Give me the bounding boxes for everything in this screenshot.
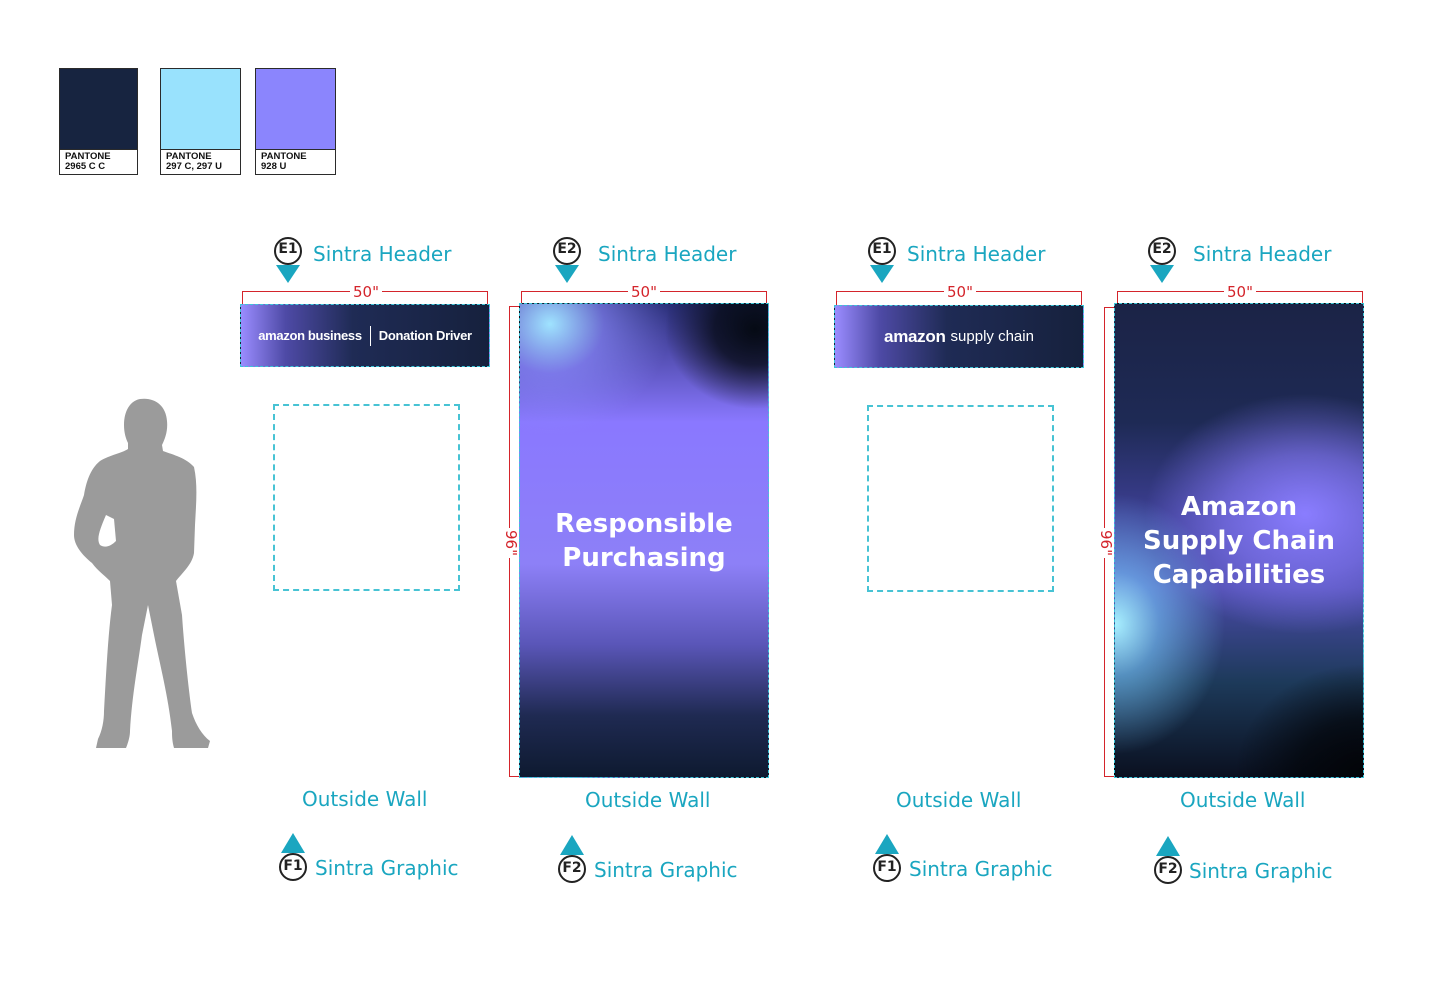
e2-location-marker-icon	[1148, 237, 1176, 283]
responsible-purchasing-graphic: Responsible Purchasing	[519, 303, 769, 778]
width-dimension-label: 50"	[628, 284, 660, 300]
outside-wall-label: Outside Wall	[1180, 788, 1306, 812]
header-title: Donation Driver	[378, 328, 472, 343]
height-dimension-label: 96"	[502, 528, 520, 558]
f1-location-marker-icon	[873, 834, 901, 882]
sintra-header-label: Sintra Header	[907, 242, 1046, 266]
amazon-logo: amazon	[258, 328, 305, 343]
swatch-color-chip	[161, 69, 240, 150]
graphic-placeholder	[867, 405, 1054, 592]
sintra-header-label: Sintra Header	[598, 242, 737, 266]
f2-tag: F2	[1158, 861, 1178, 877]
outside-wall-label: Outside Wall	[896, 788, 1022, 812]
f1-location-marker-icon	[279, 833, 307, 881]
outside-wall-label: Outside Wall	[302, 787, 428, 811]
e1-location-marker-icon	[868, 237, 896, 283]
amazon-logo: amazon	[884, 326, 946, 346]
graphic-placeholder	[273, 404, 460, 591]
sintra-graphic-label: Sintra Graphic	[1189, 859, 1333, 883]
f2-tag: F2	[562, 860, 582, 876]
height-dimension-label: 96"	[1097, 528, 1115, 558]
e1-tag: E1	[278, 241, 298, 257]
sintra-graphic-label: Sintra Graphic	[594, 858, 738, 882]
sintra-graphic-label: Sintra Graphic	[909, 857, 1053, 881]
divider	[369, 325, 371, 346]
person-silhouette-icon	[74, 398, 210, 748]
sintra-header-label: Sintra Header	[313, 242, 452, 266]
brand-sub: supply chain	[950, 328, 1034, 345]
sintra-header-label: Sintra Header	[1193, 242, 1332, 266]
width-dimension-label: 50"	[1224, 284, 1256, 300]
supply-chain-capabilities-graphic: Amazon Supply Chain Capabilities	[1114, 303, 1364, 778]
graphic-title: Amazon Supply Chain Capabilities	[1143, 491, 1335, 590]
width-dimension-label: 50"	[350, 284, 382, 300]
e1-location-marker-icon	[274, 237, 302, 283]
e2-tag: E2	[557, 241, 577, 257]
e2-location-marker-icon	[553, 237, 581, 283]
f1-tag: F1	[877, 859, 897, 875]
swatch-color-chip	[256, 69, 335, 150]
f2-location-marker-icon	[558, 835, 586, 883]
e1-tag: E1	[872, 241, 892, 257]
brand-sub: business	[307, 328, 362, 343]
e2-tag: E2	[1152, 241, 1172, 257]
sintra-graphic-label: Sintra Graphic	[315, 856, 459, 880]
f2-location-marker-icon	[1154, 836, 1182, 884]
outside-wall-label: Outside Wall	[585, 788, 711, 812]
graphic-title: Responsible Purchasing	[555, 508, 733, 573]
donation-driver-header-panel: amazon business Donation Driver	[240, 304, 490, 367]
supply-chain-header-panel: amazon supply chain	[834, 305, 1084, 368]
f1-tag: F1	[283, 858, 303, 874]
width-dimension-label: 50"	[944, 284, 976, 300]
swatch-color-chip	[60, 69, 137, 150]
